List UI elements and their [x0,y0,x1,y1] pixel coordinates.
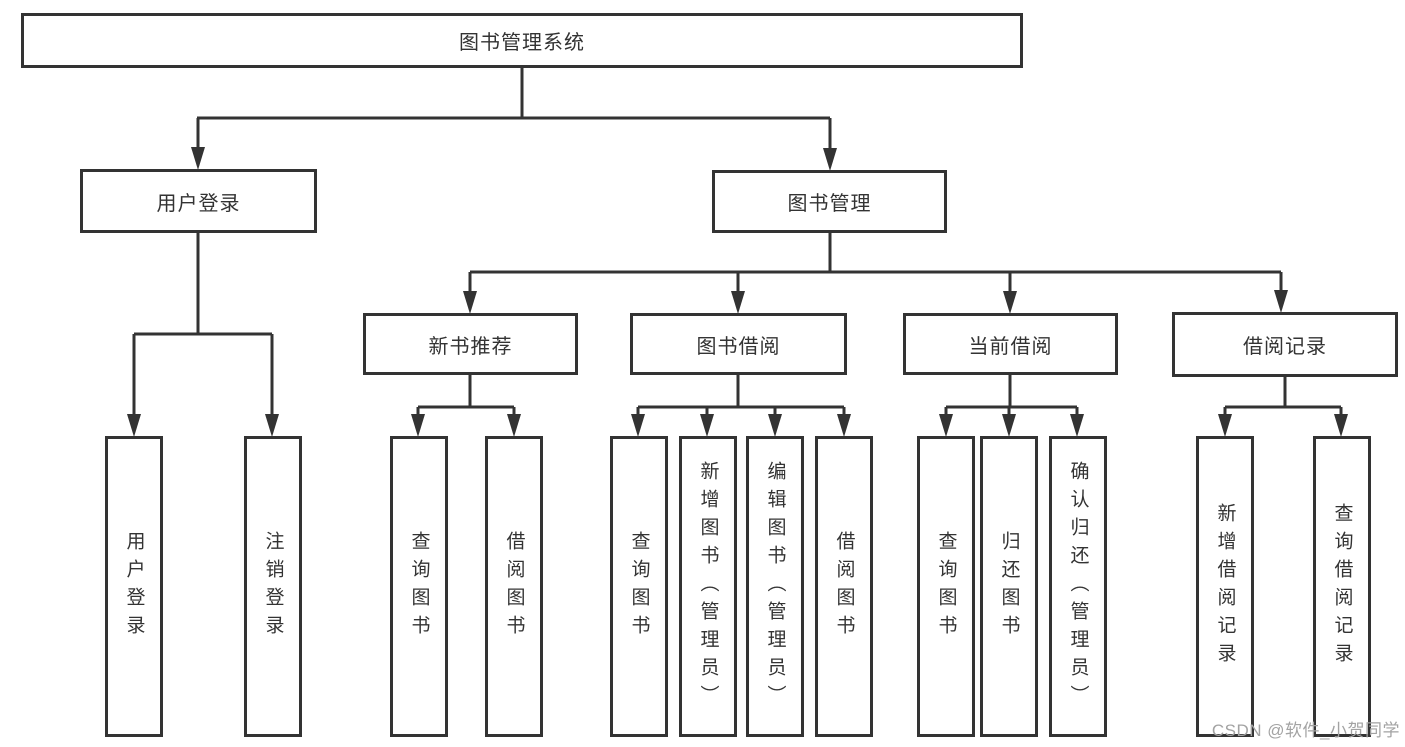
node-borrowing-records: 借阅记录 [1172,312,1398,377]
leaf-query-books-current: 查询图书 [917,436,975,737]
leaf-logout: 注销登录 [244,436,302,737]
leaf-borrow-books-recommend: 借阅图书 [485,436,543,737]
csdn-watermark: CSDN @软件_小贺同学 [1211,721,1400,740]
leaf-query-books-borrowing: 查询图书 [610,436,668,737]
connector-user-login-to-leaves [127,233,279,437]
leaf-borrow-books-borrowing: 借阅图书 [815,436,873,737]
leaf-query-borrow-record: 查询借阅记录 [1313,436,1371,737]
connector-borrow-records-to-leaves [1218,377,1348,437]
node-book-management: 图书管理 [712,170,947,233]
connector-new-book-to-leaves [411,375,521,437]
leaf-user-login: 用户登录 [105,436,163,737]
leaf-return-books: 归还图书 [980,436,1038,737]
node-book-borrowing: 图书借阅 [630,313,847,375]
connector-root-to-level2 [191,68,837,171]
leaf-confirm-return-admin: 确认归还（管理员） [1049,436,1107,737]
connector-book-mgmt-to-level3 [463,233,1288,314]
leaf-add-books-admin: 新增图书（管理员） [679,436,737,737]
node-current-borrowing: 当前借阅 [903,313,1118,375]
leaf-query-books-recommend: 查询图书 [390,436,448,737]
connector-book-borrow-to-leaves [631,375,851,437]
node-library-system: 图书管理系统 [21,13,1023,68]
connector-current-borrow-to-leaves [939,375,1084,437]
node-new-book-recommend: 新书推荐 [363,313,578,375]
node-user-login: 用户登录 [80,169,317,233]
leaf-edit-books-admin: 编辑图书（管理员） [746,436,804,737]
leaf-add-borrow-record: 新增借阅记录 [1196,436,1254,737]
